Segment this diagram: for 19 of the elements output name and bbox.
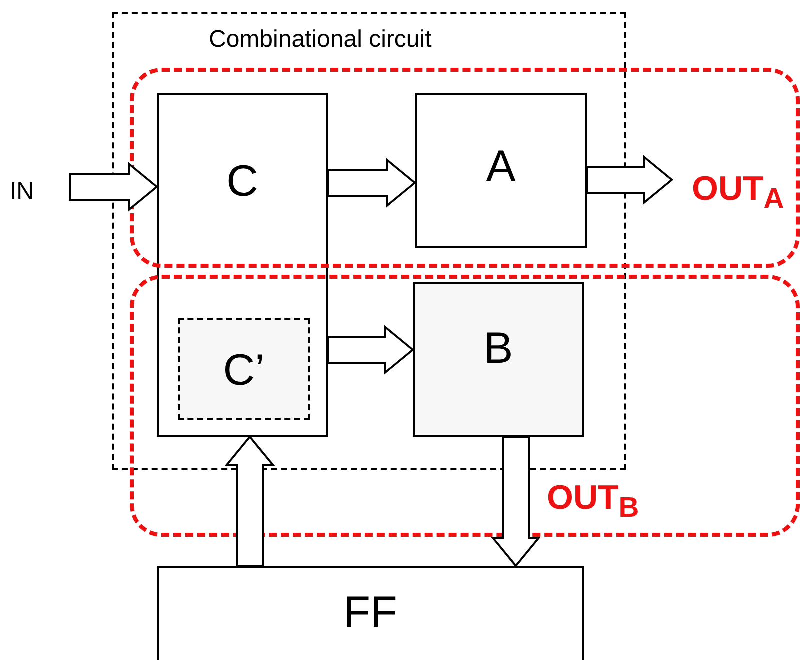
heading: Combinational circuit — [209, 26, 432, 54]
region-label: OUT$_{B}$ — [547, 479, 640, 524]
block-arrow — [327, 158, 417, 208]
block-arrow — [224, 435, 276, 567]
block-label: C — [226, 157, 260, 208]
block-arrow — [69, 162, 159, 212]
block-box — [415, 93, 587, 248]
dashed-inner-box — [178, 318, 310, 420]
block-label: C’ — [222, 346, 266, 397]
block-arrow — [586, 154, 674, 206]
block-arrow — [327, 324, 415, 376]
block-label: FF — [342, 588, 398, 639]
region-label: OUT$_{A}$ — [692, 170, 784, 216]
block-box — [157, 566, 584, 660]
block-label: A — [485, 142, 517, 193]
block-arrow — [490, 436, 542, 568]
block-box — [413, 282, 584, 437]
input-label: IN — [10, 178, 34, 206]
block-label: B — [482, 324, 514, 375]
